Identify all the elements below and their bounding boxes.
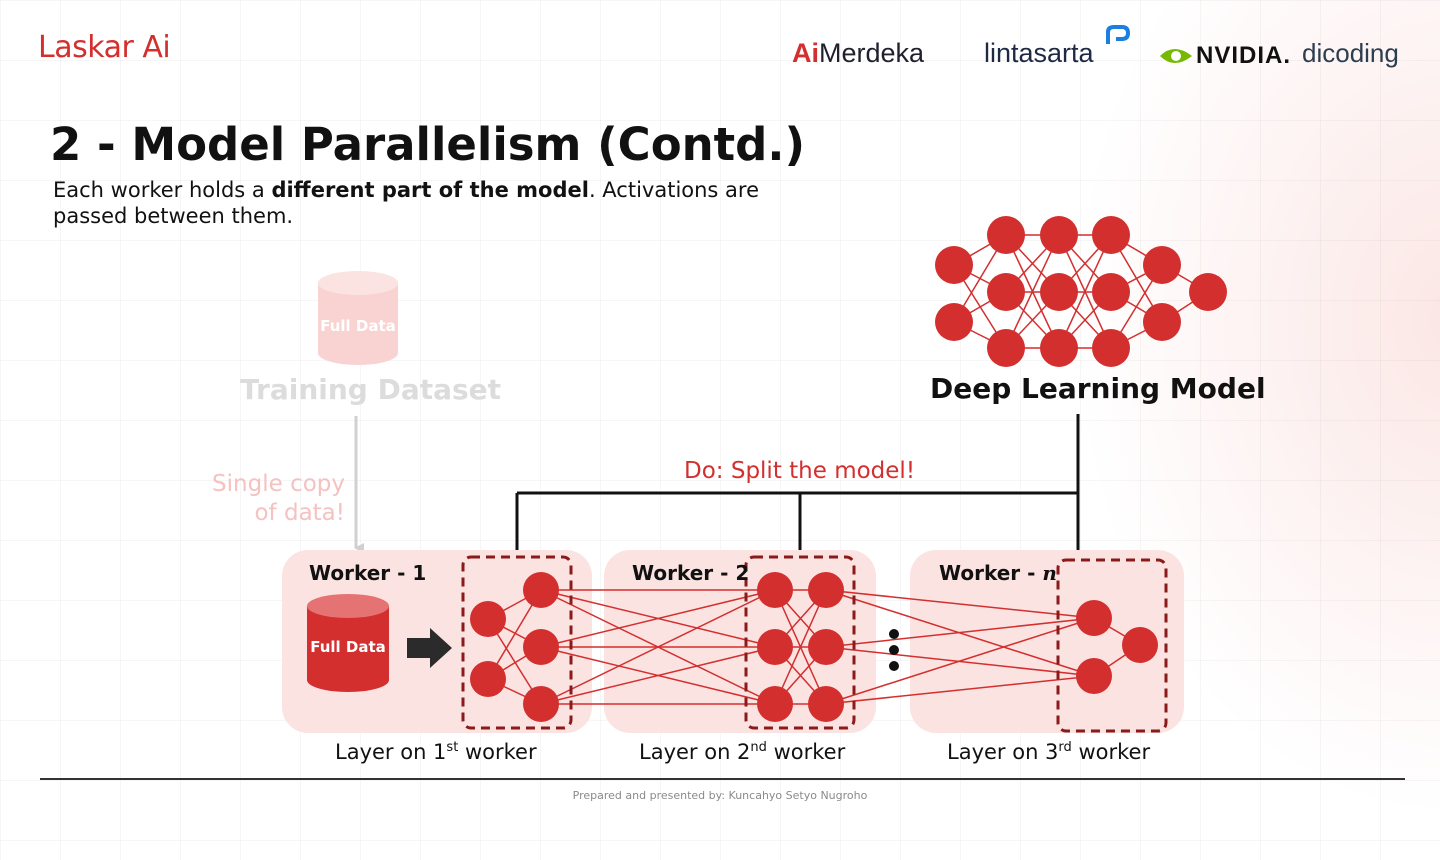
worker-2-layer-label: Layer on 2nd worker — [639, 740, 845, 764]
worker-n-neuron — [1076, 600, 1112, 636]
model-neuron — [987, 216, 1025, 254]
deep-learning-model-label: Deep Learning Model — [930, 372, 1266, 405]
footer-divider — [40, 778, 1405, 780]
brand-logo: Laskar Ai — [38, 30, 171, 65]
dataset-cylinder-label: Full Data — [320, 317, 396, 335]
lintasarta-logo: lintasarta — [984, 38, 1094, 68]
dicoding-logo: dicoding — [1302, 38, 1399, 68]
model-neuron — [1189, 273, 1227, 311]
worker-1-neuron — [523, 572, 559, 608]
activation-connection — [540, 589, 776, 648]
model-neuron — [1092, 329, 1130, 367]
merdeka-logo-text: Merdeka — [819, 38, 925, 68]
slide-title: 2 - Model Parallelism (Contd.) — [50, 118, 806, 171]
worker-1-layer-box — [461, 555, 573, 730]
worker-1-cylinder — [307, 594, 389, 692]
worker-1-layer-post: worker — [458, 740, 537, 764]
worker-2-layer-box — [744, 555, 856, 730]
deep-learning-model-nodes — [935, 216, 1227, 367]
nvidia-eye-icon — [1160, 49, 1192, 63]
nvidia-logo: NVIDIA. — [1196, 42, 1292, 69]
data-flow-arrow-icon — [407, 628, 452, 668]
worker-1-neuron — [523, 629, 559, 665]
worker-n-title: Worker - n — [939, 561, 1057, 585]
model-neuron — [935, 246, 973, 284]
model-neuron — [935, 303, 973, 341]
footer-credit: Prepared and presented by: Kuncahyo Sety… — [572, 789, 868, 802]
merdeka-logo: AiMerdeka — [792, 38, 924, 69]
worker-n-layer-box — [1056, 558, 1168, 733]
activation-connection — [540, 589, 776, 705]
activation-connection — [825, 589, 1095, 619]
worker-1-layer-sup: st — [446, 740, 459, 755]
worker-1-neuron — [523, 686, 559, 722]
model-neuron — [1092, 273, 1130, 311]
worker-n-neuron — [1076, 658, 1112, 694]
worker-n-layer-sup: rd — [1058, 740, 1072, 755]
worker-nodes — [470, 572, 1158, 722]
slide-description: Each worker holds a different part of th… — [53, 177, 773, 229]
worker-2-layer-post: worker — [766, 740, 846, 764]
worker-1-neuron — [470, 601, 506, 637]
ellipsis-dots-icon — [889, 629, 899, 671]
split-arrows — [515, 414, 1086, 563]
single-copy-line-2: of data! — [254, 500, 345, 526]
activation-connection — [540, 646, 776, 705]
worker-1-layer-pre: Layer on 1 — [335, 740, 447, 764]
model-neuron — [1040, 216, 1078, 254]
model-neuron — [1143, 246, 1181, 284]
worker-2-neuron — [757, 572, 793, 608]
worker-1-neuron — [470, 661, 506, 697]
worker-n-variable: n — [1042, 561, 1057, 585]
worker-1-cylinder-label: Full Data — [310, 638, 386, 656]
model-neuron — [987, 329, 1025, 367]
worker-n-neuron — [1122, 627, 1158, 663]
model-neuron — [1143, 303, 1181, 341]
desc-post: . Activations are passed between them. — [53, 178, 760, 228]
worker-1-title: Worker - 1 — [309, 561, 427, 585]
worker-n-layer-pre: Layer on 3 — [947, 740, 1059, 764]
training-dataset-label: Training Dataset — [240, 373, 502, 406]
worker-2-neuron — [757, 686, 793, 722]
model-neuron — [1040, 273, 1078, 311]
model-parallelism-diagram: Full Data Full Data — [282, 216, 1227, 733]
model-connection — [1005, 234, 1060, 349]
worker-2-layer-sup: nd — [750, 740, 767, 755]
worker-n-layer-post: worker — [1071, 740, 1151, 764]
split-model-label: Do: Split the model! — [684, 458, 916, 484]
worker-2-panel — [604, 550, 876, 733]
worker-2-neuron — [808, 629, 844, 665]
model-connection — [1058, 234, 1112, 349]
worker-n-title-text: Worker - — [939, 561, 1043, 585]
single-copy-line-1: Single copy — [212, 471, 345, 497]
dataset-cylinder — [318, 271, 398, 365]
desc-bold: different part of the model — [271, 178, 589, 202]
lintasarta-mark-icon — [1106, 25, 1131, 44]
model-neuron — [987, 273, 1025, 311]
model-neuron — [1092, 216, 1130, 254]
worker-2-title: Worker - 2 — [632, 561, 750, 585]
worker-n-panel — [910, 550, 1184, 733]
merdeka-logo-ai: Ai — [792, 38, 819, 68]
desc-pre: Each worker holds a — [53, 178, 272, 202]
worker-2-connection — [774, 589, 827, 705]
activation-connection — [825, 617, 1095, 648]
worker-2-neuron — [808, 686, 844, 722]
single-copy-label: Single copy of data! — [170, 470, 345, 528]
worker-n-layer-label: Layer on 3rd worker — [947, 740, 1150, 764]
activation-connection — [825, 617, 1095, 705]
worker-2-neuron — [808, 572, 844, 608]
model-neuron — [1040, 329, 1078, 367]
worker-2-layer-pre: Layer on 2 — [639, 740, 751, 764]
worker-1-layer-label: Layer on 1st worker — [335, 740, 537, 764]
worker-2-neuron — [757, 629, 793, 665]
activation-connection — [825, 675, 1095, 705]
